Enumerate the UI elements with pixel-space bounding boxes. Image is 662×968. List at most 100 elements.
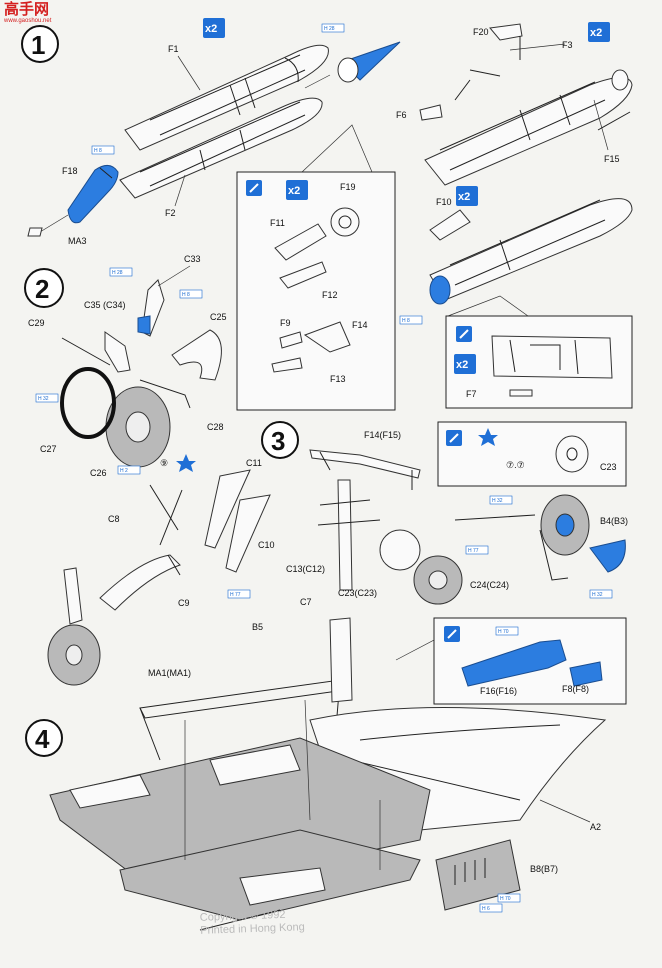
label-c13: C13(C12) [286,564,325,574]
inset-panel-f7: x2 F7 [445,295,633,409]
step-1-marker [21,25,59,63]
label-c9: C9 [178,598,190,608]
step-4: 4 B5 C7 A2 B8(B7) [25,597,607,931]
nose-wheel-ma1 [47,567,101,686]
label-a2: A2 [590,822,601,832]
label-f2: F2 [165,208,176,218]
label-f20: F20 [473,27,489,37]
label-f19: F19 [340,182,356,192]
label-c28: C28 [207,422,224,432]
cockpit-floor-lower [119,829,421,931]
paint-code: H 28 [112,270,123,276]
label-f16: F16(F16) [480,686,517,696]
label-c33: C33 [184,254,201,264]
label-b4: B4(B3) [600,516,628,526]
label-c24: C24(C24) [470,580,509,590]
x2-badge [286,180,308,200]
label-c8: C8 [108,514,120,524]
label-c25: C25 [210,312,227,322]
label-c27: C27 [40,444,57,454]
paint-code: H 28 [324,26,335,32]
label-b5: B5 [252,622,263,632]
paint-code: H 8 [94,148,102,154]
tire-c27 [60,367,116,439]
x2-badge [456,186,478,206]
step-2-marker [24,268,64,308]
pod-lower-right [429,198,633,305]
label-c23-c23: C23(C23) [338,588,377,598]
label-c35: C35 (C34) [84,300,126,310]
label-f14: F14 [352,320,368,330]
inset-panel-f19: x2 F19 F11 F12 F9 F14 F13 [236,124,396,411]
x2-label: x2 [458,191,470,203]
label-ma1: MA1(MA1) [148,668,191,678]
watermark-brand: 高手网 [4,1,50,18]
label-f1: F1 [168,44,179,54]
label-f3: F3 [562,40,573,50]
watermark-url: www.gaoshou.net [4,18,52,24]
copyright-notice: Copyright © 1992 Printed in Hong Kong [200,908,305,938]
label-f9: F9 [280,318,291,328]
step-number: 2 [35,274,49,304]
label-f8: F8(F8) [562,684,589,694]
paint-code: H 32 [492,498,503,504]
x2-label: x2 [590,27,602,39]
label-f18: F18 [62,166,78,176]
callout-9: ⑨ [160,458,168,468]
x2-label: x2 [205,23,217,35]
label-c10: C10 [258,540,275,550]
part-f18 [67,165,119,224]
label-f10: F10 [436,197,452,207]
paint-code: H 77 [230,592,241,598]
label-c29: C29 [28,318,45,328]
step-number: 1 [31,30,45,60]
paint-code: H 32 [592,592,603,598]
paint-code: H 70 [498,629,509,635]
label-c11: C11 [246,458,262,468]
paint-code: H 77 [468,548,479,554]
inset-panel-c23: ⑦.⑦ C23 [437,421,627,487]
part-b8 [435,839,521,911]
label-b8: B8(B7) [530,864,558,874]
label-f6: F6 [396,110,407,120]
watermark-logo: 高手网 www.gaoshou.net [4,1,52,25]
label-f7: F7 [466,389,477,399]
inset-panel-f16: F16(F16) F8(F8) [395,617,627,705]
step-3-marker [261,421,299,459]
step-number: 4 [35,724,50,754]
label-c26: C26 [90,468,107,478]
star-icon [176,454,196,472]
paint-codes: H 28 H 8 H 8 H 28 H 8 H 32 H 2 H 32 H 77… [35,23,613,913]
label-f13: F13 [330,374,346,384]
paint-code: H 8 [402,318,410,324]
step-number: 3 [271,426,285,456]
pod-upper-right [424,69,633,186]
paint-code: H 70 [500,896,511,902]
label-f15: F15 [604,154,620,164]
pod-f1 [124,44,329,151]
paint-code: H 6 [482,906,490,912]
callout-7-7: ⑦.⑦ [506,460,525,470]
nose-cone [337,41,401,83]
step-3: 3 F14(F15) C13(C12) C23(C23) C24(C24) ⑦.… [261,421,628,705]
label-ma3: MA3 [68,236,87,246]
label-c23: C23 [600,462,617,472]
x2-badge [454,354,476,374]
x2-label: x2 [456,359,468,371]
paint-code: H 8 [182,292,190,298]
paint-code: H 32 [38,396,49,402]
x2-badge [588,22,610,42]
label-f12: F12 [322,290,338,300]
paint-code: H 2 [120,468,128,474]
label-f11: F11 [270,218,285,228]
step-4-marker [25,719,63,757]
x2-label: x2 [288,185,300,197]
label-f14-f15: F14(F15) [364,430,401,440]
step-1: 1 x2 x2 x2 F1 F2 [21,18,633,411]
x2-badge [203,18,225,38]
pod-f2 [119,97,323,199]
star-icon [478,428,498,446]
label-c7: C7 [300,597,312,607]
